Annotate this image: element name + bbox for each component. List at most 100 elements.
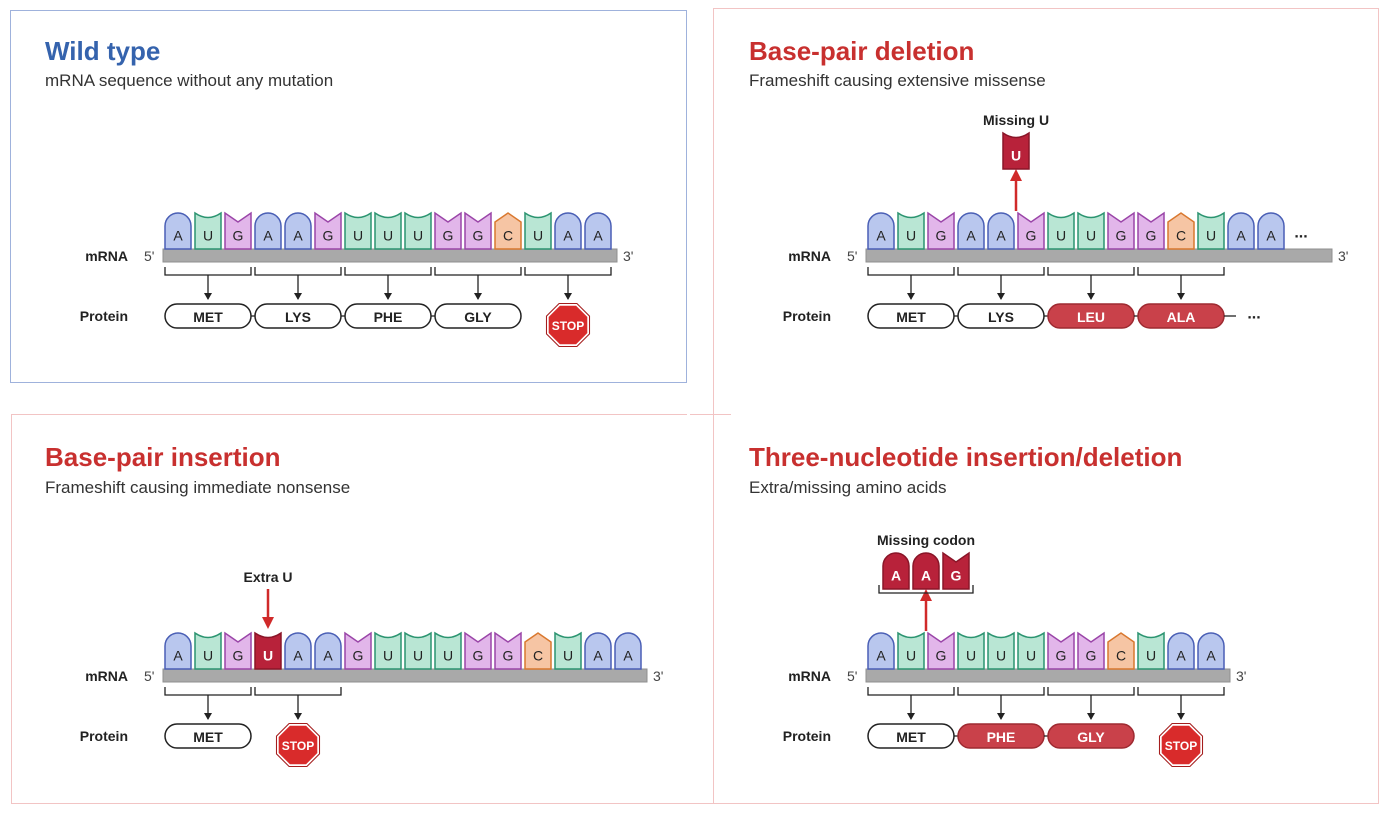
arrow-head-icon [1087, 293, 1095, 300]
base-letter: G [503, 647, 514, 663]
base-letter: U [966, 647, 976, 663]
base-letter: A [593, 227, 603, 243]
codon-bracket [164, 267, 252, 276]
base-letter: G [936, 647, 947, 663]
base-u [957, 631, 985, 670]
codon-bracket [1047, 267, 1135, 276]
five-prime-label: 5' [847, 248, 857, 264]
base-g [1077, 631, 1105, 670]
base-letter: G [353, 647, 364, 663]
arrow-head-icon [907, 713, 915, 720]
base-letter: U [353, 227, 363, 243]
codon-bracket [1047, 687, 1135, 696]
base-a [284, 212, 312, 250]
three-prime-label: 3' [623, 248, 633, 264]
base-a [957, 212, 985, 250]
base-u [554, 631, 582, 670]
base-g [464, 211, 492, 250]
base-g [1017, 211, 1045, 250]
base-letter: A [1206, 647, 1216, 663]
base-letter: A [323, 647, 333, 663]
codon-bracket [957, 687, 1045, 696]
frame-connector [690, 414, 714, 415]
five-prime-label: 5' [144, 248, 154, 264]
base-c [1167, 212, 1195, 250]
base-letter: A [891, 567, 901, 583]
base-a [284, 632, 312, 670]
arrow-head-icon [1177, 293, 1185, 300]
base-letter: U [1056, 227, 1066, 243]
three-prime-label: 3' [1236, 668, 1246, 684]
base-g [344, 631, 372, 670]
base-letter: G [233, 647, 244, 663]
base-letter: G [443, 227, 454, 243]
wild-type-subtitle: mRNA sequence without any mutation [45, 71, 334, 90]
base-a [867, 212, 895, 250]
base-u [1077, 211, 1105, 250]
amino-acid-gly [1047, 723, 1135, 749]
codon-bracket [524, 267, 612, 276]
stop-sign-outline [275, 722, 321, 768]
base-g [464, 631, 492, 670]
base-letter: G [1146, 227, 1157, 243]
base-letter: A [173, 227, 183, 243]
amino-acid-met [164, 723, 252, 749]
base-a [1227, 212, 1255, 250]
amino-acid-label: LYS [285, 309, 311, 325]
protein-label: Protein [783, 728, 831, 744]
amino-acid-label: MET [896, 309, 926, 325]
base-letter: G [473, 647, 484, 663]
base-g [1137, 211, 1165, 250]
wild-type-title: Wild type [45, 36, 161, 66]
amino-acid-gly [434, 303, 522, 329]
arrow-head-icon [384, 293, 392, 300]
base-letter: A [1176, 647, 1186, 663]
amino-acid-label: LEU [1077, 309, 1105, 325]
base-letter: C [533, 647, 543, 663]
base-letter: G [1056, 647, 1067, 663]
codon-bracket [957, 267, 1045, 276]
base-letter: A [293, 227, 303, 243]
base-u [404, 211, 432, 250]
base-a [987, 212, 1015, 250]
amino-acid-label: GLY [464, 309, 492, 325]
base-u [1137, 631, 1165, 670]
base-g [1047, 631, 1075, 670]
stop-sign-outline [545, 302, 591, 348]
base-a [314, 632, 342, 670]
base-a [554, 212, 582, 250]
five-prime-label: 5' [144, 668, 154, 684]
mrna-backbone [162, 248, 618, 263]
base-u [897, 631, 925, 670]
three-nucleotide-title: Three-nucleotide insertion/deletion [749, 442, 1183, 472]
stop-sign-icon [276, 723, 320, 767]
base-letter: U [533, 227, 543, 243]
protein-label: Protein [783, 308, 831, 324]
base-letter: G [1116, 227, 1127, 243]
mrna-label: mRNA [788, 248, 831, 264]
base-u [374, 631, 402, 670]
base-c [494, 212, 522, 250]
base-letter: A [563, 227, 573, 243]
base-letter: U [1146, 647, 1156, 663]
base-letter: G [323, 227, 334, 243]
amino-acid-label: MET [193, 729, 223, 745]
arrow-head-icon [1087, 713, 1095, 720]
amino-acid-label: MET [896, 729, 926, 745]
stop-label: STOP [1165, 739, 1197, 753]
mrna-label: mRNA [85, 668, 128, 684]
arrow-head-icon [474, 293, 482, 300]
base-letter: G [473, 227, 484, 243]
three-prime-label: 3' [653, 668, 663, 684]
codon-bracket [344, 267, 432, 276]
mrna-backbone [865, 668, 1231, 683]
base-letter: U [203, 227, 213, 243]
base-a [614, 632, 642, 670]
stop-label: STOP [282, 739, 314, 753]
base-a [882, 552, 910, 590]
stop-sign-icon [546, 303, 590, 347]
base-u [1002, 131, 1030, 170]
